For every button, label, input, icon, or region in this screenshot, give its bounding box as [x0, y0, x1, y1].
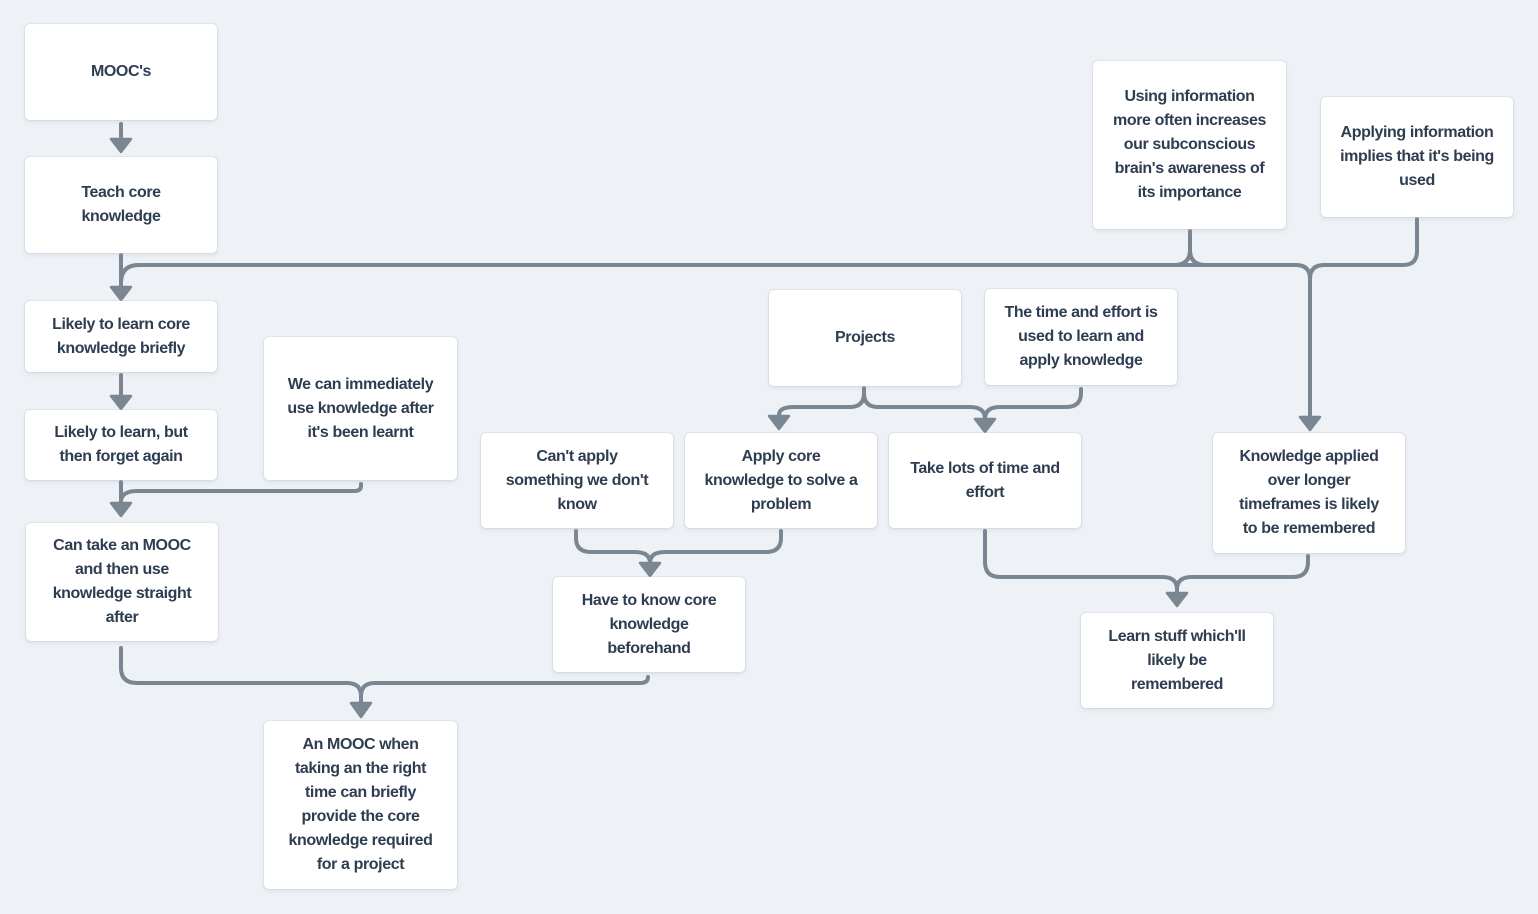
arrowhead [109, 285, 133, 302]
arrowhead [109, 394, 133, 411]
edge-drop-to-knowledge-applied [1294, 263, 1326, 432]
node-apply-core[interactable]: Apply core knowledge to solve a problem [685, 433, 877, 528]
edge-merge-to-have-to-know [574, 529, 783, 578]
arrowhead [109, 137, 133, 154]
node-projects[interactable]: Projects [769, 290, 961, 386]
edge-merge-to-can-take-mooc [109, 480, 363, 518]
node-an-mooc-right-time[interactable]: An MOOC when taking an the right time ca… [264, 721, 457, 889]
edge-moocs-to-teach-core [109, 122, 133, 154]
arrowhead [349, 701, 373, 719]
edge-using-info-stub [1172, 229, 1208, 267]
arrowhead [109, 501, 133, 518]
node-take-lots[interactable]: Take lots of time and effort [889, 433, 1081, 528]
arrowhead [1165, 591, 1189, 608]
node-knowledge-applied[interactable]: Knowledge applied over longer timeframes… [1213, 433, 1405, 553]
node-have-to-know[interactable]: Have to know core knowledge beforehand [553, 577, 745, 672]
edge-projects-split [767, 386, 1083, 434]
node-moocs[interactable]: MOOC's [25, 24, 217, 120]
node-applying-info[interactable]: Applying information implies that it's b… [1321, 97, 1513, 217]
arrowhead [767, 414, 791, 431]
arrowhead [638, 561, 662, 578]
node-can-take-mooc[interactable]: Can take an MOOC and then use knowledge … [26, 523, 218, 641]
node-teach-core[interactable]: Teach core knowledge [25, 157, 217, 253]
node-learn-stuff[interactable]: Learn stuff which'll likely be remembere… [1081, 613, 1273, 708]
node-time-effort-used[interactable]: The time and effort is used to learn and… [985, 289, 1177, 385]
edge-likely-briefly-to-likely-forget [109, 373, 133, 411]
arrowhead [973, 417, 997, 434]
arrowhead [1298, 415, 1322, 432]
node-immediately-use[interactable]: We can immediately use knowledge after i… [264, 337, 457, 480]
edge-teach-core-to-likely-briefly [109, 253, 133, 302]
node-cant-apply[interactable]: Can't apply something we don't know [481, 433, 673, 528]
node-using-info[interactable]: Using information more often increases o… [1093, 61, 1286, 229]
node-likely-learn-briefly[interactable]: Likely to learn core knowledge briefly [25, 301, 217, 372]
node-likely-forget[interactable]: Likely to learn, but then forget again [25, 410, 217, 480]
